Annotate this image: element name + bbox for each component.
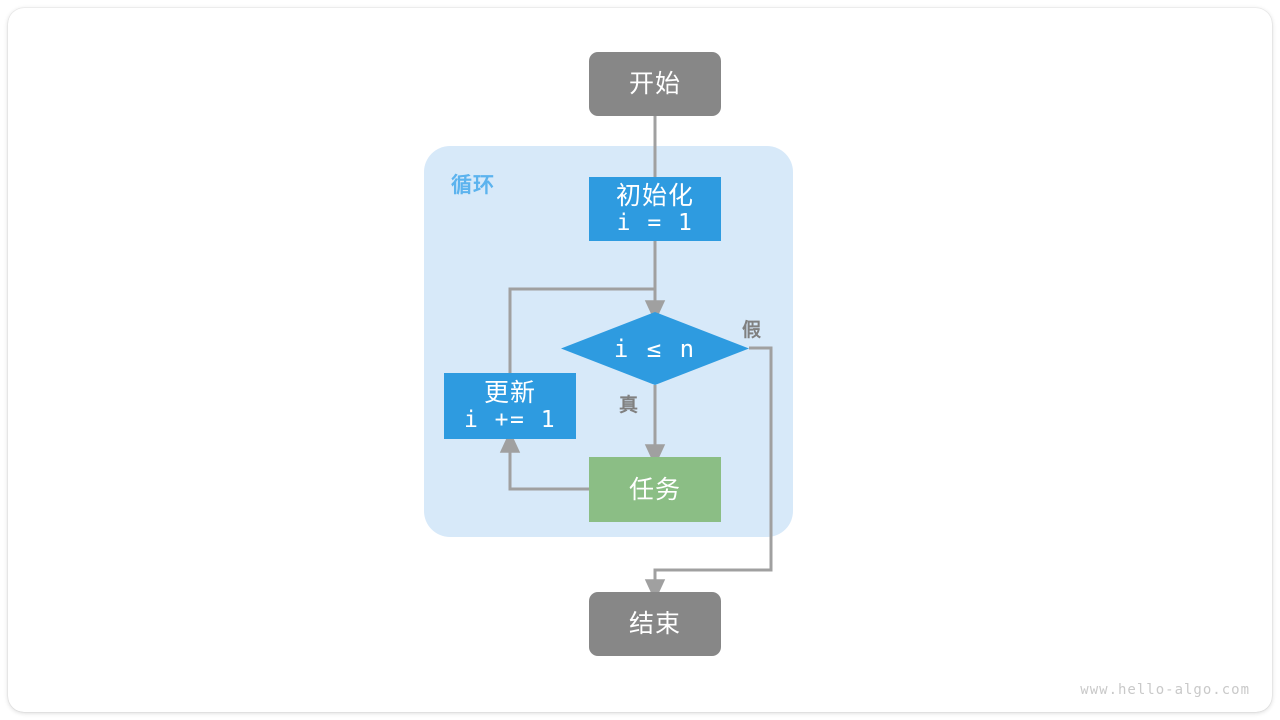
- node-task-label: 任务: [628, 475, 681, 504]
- edge-label-true: 真: [619, 395, 639, 416]
- loop-container-label: 循环: [451, 174, 495, 197]
- node-init[interactable]: 初始化 i = 1: [589, 177, 721, 241]
- watermark: www.hello-algo.com: [1080, 682, 1250, 698]
- edge-update-to-cond: [508, 287, 655, 373]
- node-update[interactable]: 更新 i += 1: [444, 373, 576, 439]
- edge-cond-false-to-end: [644, 346, 773, 602]
- node-init-sublabel: i = 1: [616, 209, 694, 236]
- node-end-label: 结束: [628, 610, 681, 638]
- node-update-sublabel: i += 1: [463, 406, 557, 433]
- edge-task-to-update: [499, 430, 590, 491]
- node-task[interactable]: 任务: [589, 457, 721, 522]
- node-start[interactable]: 开始: [589, 52, 721, 116]
- node-update-label: 更新: [483, 378, 536, 407]
- node-end[interactable]: 结束: [589, 592, 721, 656]
- node-start-label: 开始: [628, 70, 681, 98]
- node-condition[interactable]: i ≤ n: [561, 312, 749, 385]
- node-condition-label: i ≤ n: [613, 334, 697, 363]
- diamond-shape: [561, 312, 749, 385]
- edge-label-false: 假: [742, 320, 762, 341]
- node-init-label: 初始化: [615, 181, 694, 210]
